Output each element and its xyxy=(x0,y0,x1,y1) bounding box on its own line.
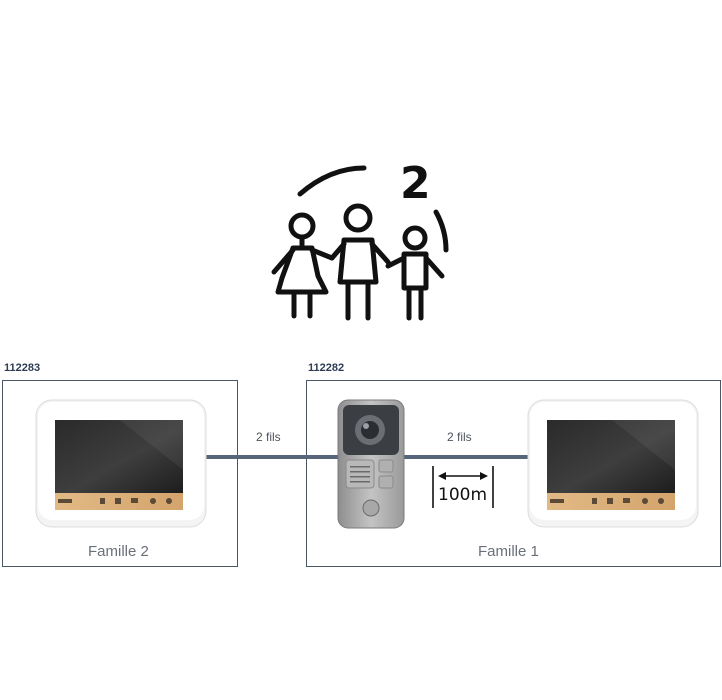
left-family-label: Famille 2 xyxy=(88,543,149,560)
left-wire-label: 2 fils xyxy=(256,430,281,444)
door-station xyxy=(337,399,405,529)
right-unit-box xyxy=(306,380,721,567)
family-count: 2 xyxy=(400,158,431,209)
left-unit-box xyxy=(2,380,238,567)
distance-marker xyxy=(432,466,494,508)
monitor-right xyxy=(527,399,699,528)
family-icon: 2 xyxy=(271,158,449,321)
right-unit-ref: 112282 xyxy=(308,362,345,374)
monitor-left xyxy=(35,399,207,528)
right-family-label: Famille 1 xyxy=(478,543,539,560)
distance-label: 100m xyxy=(438,485,488,505)
right-wire-label: 2 fils xyxy=(447,430,472,444)
left-unit-ref: 112283 xyxy=(4,362,41,374)
